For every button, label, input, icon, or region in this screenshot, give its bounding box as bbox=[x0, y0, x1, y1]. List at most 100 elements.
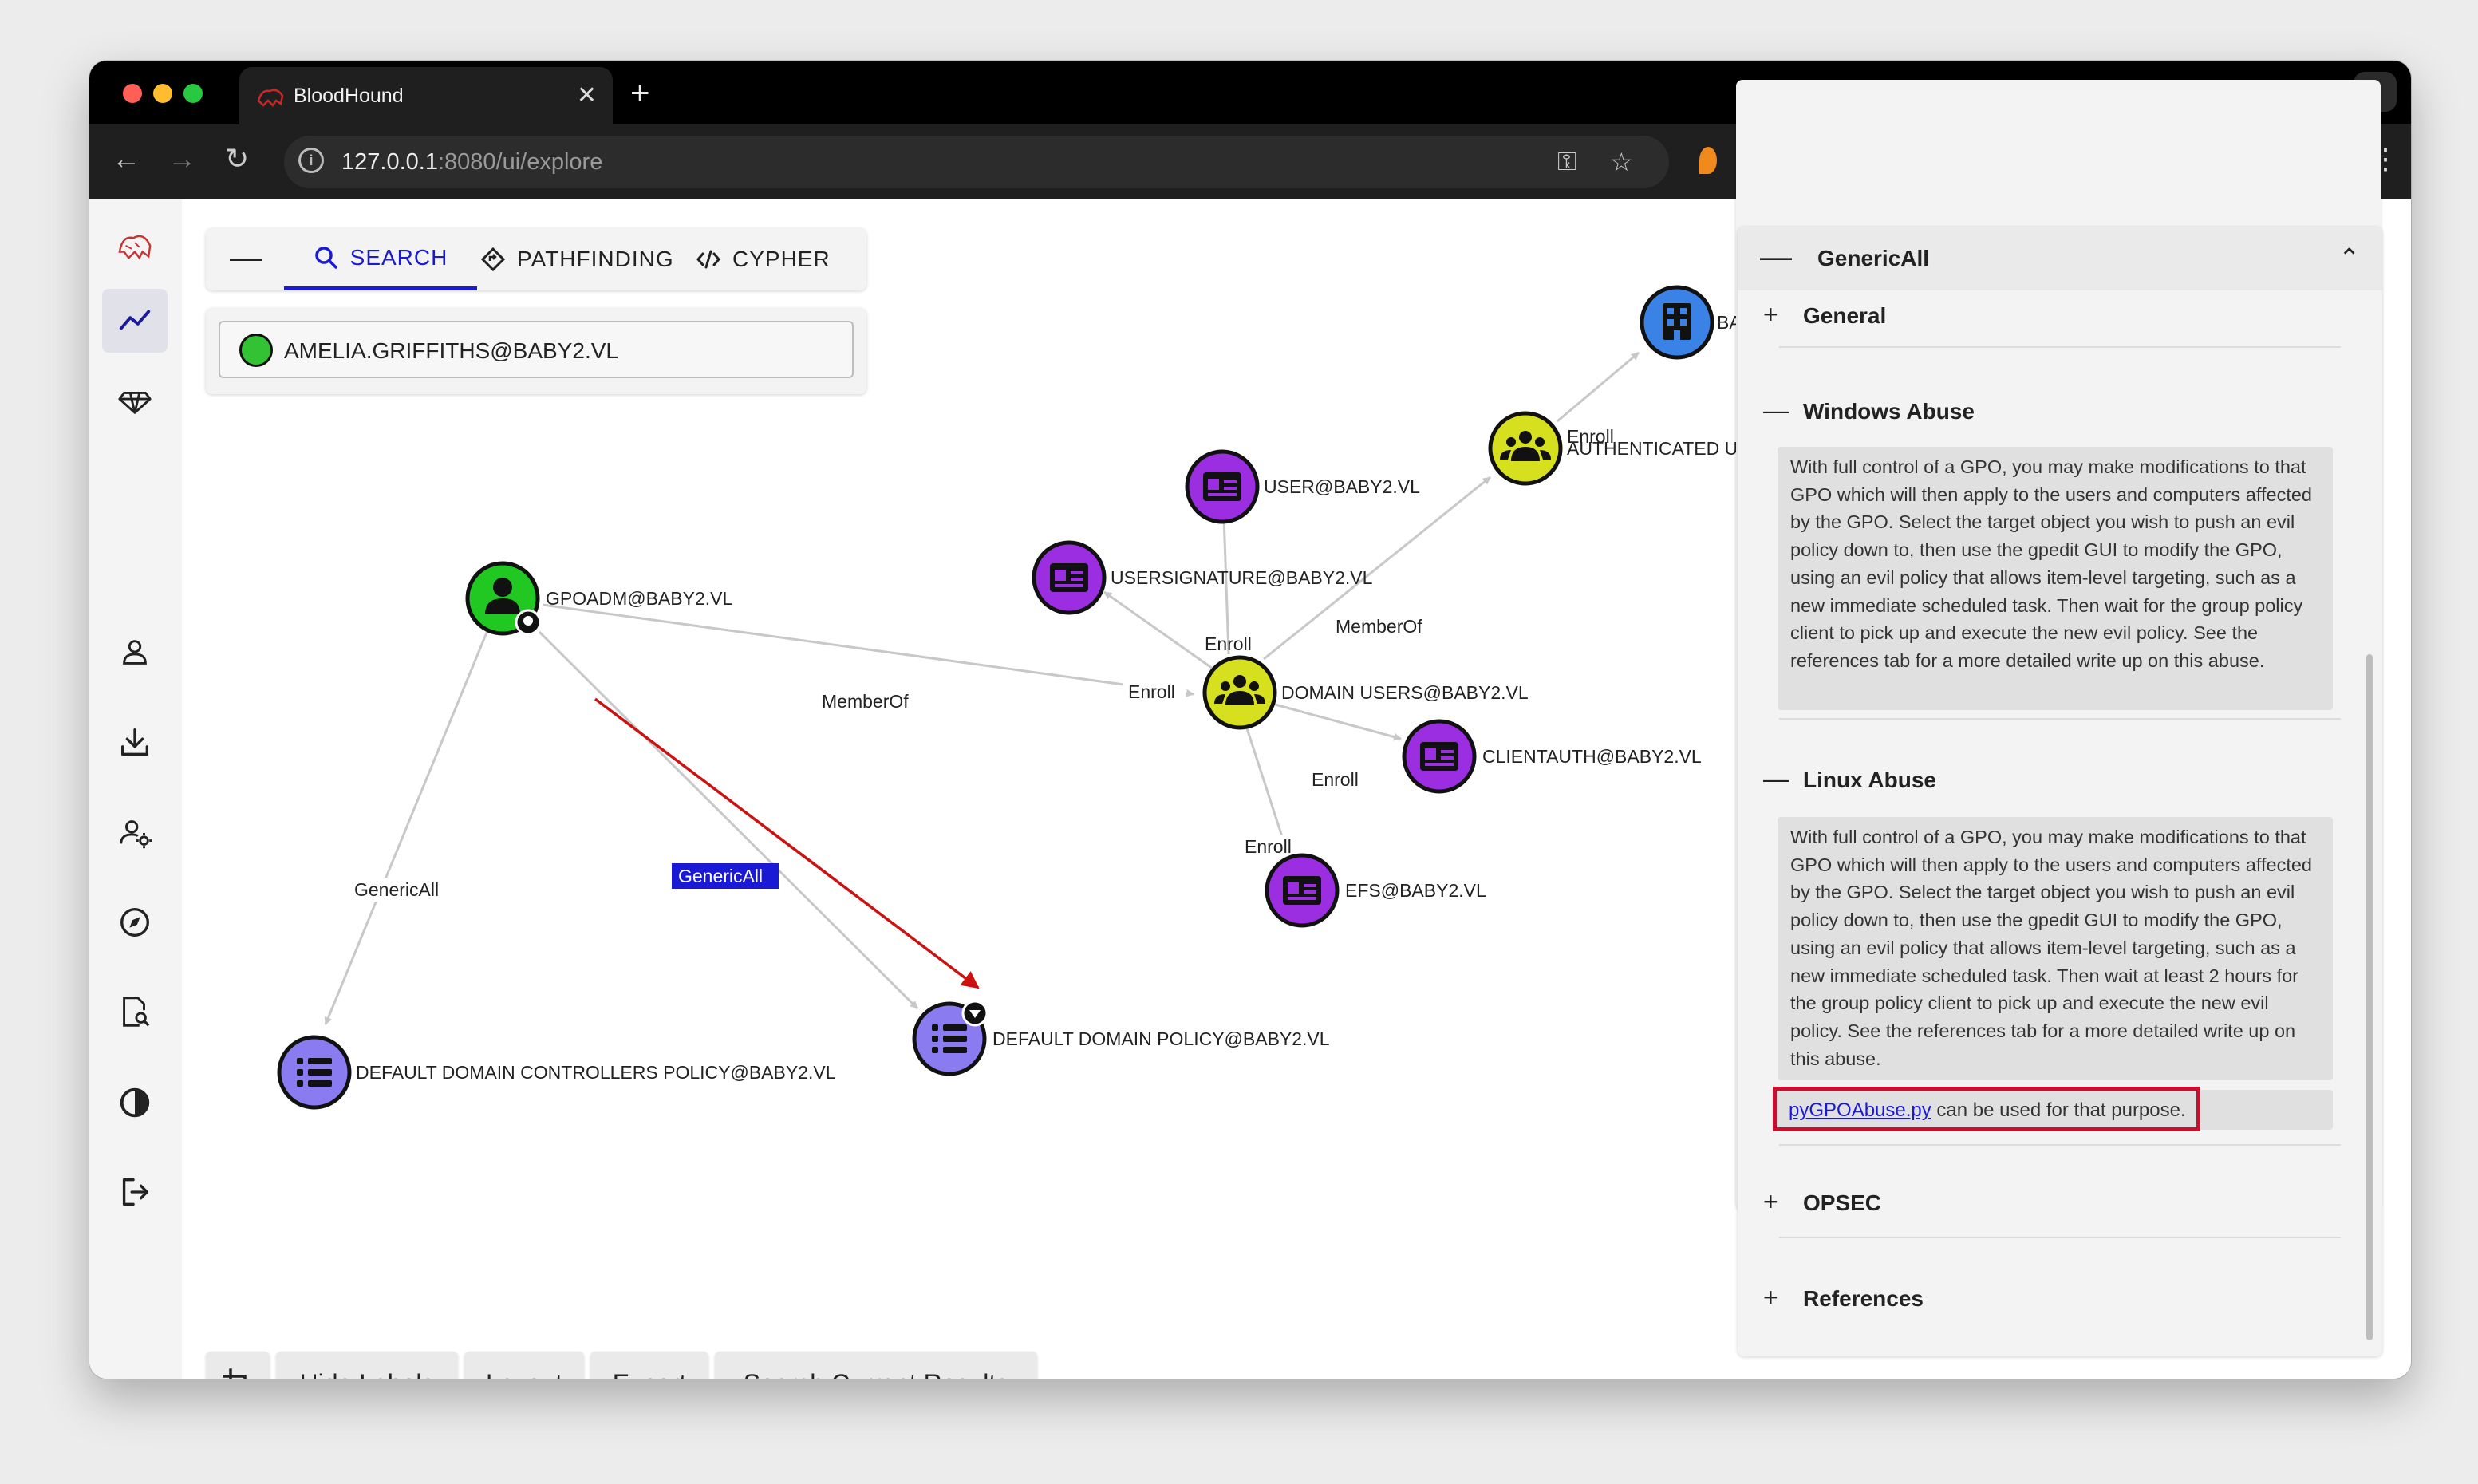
annotation-arrow bbox=[594, 697, 980, 989]
search-current-results-button[interactable]: Search Current Results bbox=[715, 1352, 1037, 1379]
tab-close-icon[interactable]: ✕ bbox=[576, 82, 597, 109]
chevron-up-icon[interactable]: ⌃ bbox=[2338, 243, 2360, 272]
tab-cypher[interactable]: CYPHER bbox=[696, 228, 831, 290]
edge-gpoadm-dc-policy[interactable] bbox=[324, 628, 490, 1025]
edge-label-genericall-selected-bg bbox=[672, 863, 779, 889]
rail-file-ingest[interactable] bbox=[102, 710, 168, 774]
edge-label-genericall-ddp[interactable]: GenericAll bbox=[678, 866, 763, 886]
rail-logout[interactable] bbox=[102, 1160, 168, 1224]
section-linux-abuse[interactable]: —Linux Abuse bbox=[1763, 764, 1936, 794]
section-opsec[interactable]: +OPSEC bbox=[1763, 1187, 1881, 1217]
node-label: AUTHENTICATED USERS@BAI bbox=[1567, 438, 1742, 459]
close-window-button[interactable] bbox=[123, 84, 142, 103]
edge-domain-users-usersig[interactable] bbox=[1103, 590, 1213, 670]
node-clientauth[interactable]: CLIENTAUTH@BABY2.VL bbox=[1402, 719, 1702, 794]
rail-profile[interactable] bbox=[102, 621, 168, 685]
compass-icon bbox=[120, 908, 149, 937]
edge-label-bg bbox=[817, 689, 916, 713]
new-tab-button[interactable]: + bbox=[630, 73, 650, 111]
node-default-domain-policy[interactable]: DEFAULT DOMAIN POLICY@BABY2.VL bbox=[912, 1000, 1330, 1076]
layout-button[interactable]: Layout bbox=[464, 1352, 584, 1379]
node-user[interactable]: USER@BABY2.VL bbox=[1185, 449, 1420, 524]
collapse-info-button[interactable]: — bbox=[1760, 239, 1792, 274]
search-input[interactable]: AMELIA.GRIFFITHS@BABY2.VL bbox=[219, 321, 854, 378]
node-gpoadm[interactable]: GPOADM@BABY2.VL bbox=[465, 561, 732, 636]
id-card-icon bbox=[1420, 742, 1458, 771]
windows-abuse-text: With full control of a GPO, you may make… bbox=[1778, 447, 2333, 710]
graph-canvas[interactable]: Enroll MemberOf Enroll Enroll MemberOf E… bbox=[182, 199, 1742, 1379]
extension-flame-icon[interactable] bbox=[1699, 147, 1717, 174]
url-text[interactable]: 127.0.0.1:8080/ui/explore bbox=[341, 149, 602, 176]
url-path: :8080/ui/explore bbox=[437, 149, 603, 175]
node-label: DOMAIN USERS@BABY2.VL bbox=[1281, 682, 1529, 703]
hide-labels-button[interactable]: Hide Labels bbox=[276, 1352, 458, 1379]
edge-domain-users-efs[interactable] bbox=[1245, 725, 1288, 850]
edge-label-memberof-auth[interactable]: MemberOf bbox=[1336, 616, 1422, 637]
bloodhound-logo-icon bbox=[118, 235, 152, 260]
section-references[interactable]: +References bbox=[1763, 1283, 1924, 1312]
rail-doc-search[interactable] bbox=[102, 980, 168, 1044]
node-authenticated-users[interactable]: AUTHENTICATED USERS@BAI bbox=[1488, 411, 1742, 486]
document-search-icon bbox=[123, 997, 150, 1027]
pygpoabuse-link[interactable]: pyGPOAbuse.py bbox=[1789, 1099, 1931, 1121]
forward-arrow-icon[interactable]: → bbox=[168, 142, 196, 175]
diamond-icon bbox=[480, 247, 506, 272]
edge-gpoadm-default-policy[interactable] bbox=[538, 630, 919, 1010]
export-button[interactable]: Export bbox=[590, 1352, 708, 1379]
divider bbox=[1779, 1237, 2341, 1238]
crop-button[interactable] bbox=[206, 1352, 270, 1379]
section-general-label: General bbox=[1803, 303, 1887, 328]
bookmark-star-icon[interactable]: ☆ bbox=[1610, 148, 1633, 176]
back-arrow-icon[interactable]: ← bbox=[112, 142, 140, 175]
id-card-icon bbox=[1283, 876, 1321, 905]
key-icon[interactable]: ⚿ bbox=[1557, 147, 1577, 176]
edge-label-user-enroll[interactable]: Enroll bbox=[1205, 633, 1252, 654]
edge-label-usersig-enroll[interactable]: Enroll bbox=[1128, 681, 1175, 702]
section-windows-label: Windows Abuse bbox=[1803, 399, 1975, 424]
bloodhound-logo[interactable] bbox=[102, 212, 168, 276]
user-avatar-icon bbox=[239, 334, 273, 367]
rail-compass[interactable] bbox=[102, 890, 168, 954]
collapse-icon: — bbox=[1763, 396, 1789, 424]
rail-dark-mode[interactable] bbox=[102, 1071, 168, 1135]
reload-icon[interactable]: ↻ bbox=[225, 142, 250, 175]
info-scrollbar-thumb[interactable] bbox=[2366, 654, 2373, 1340]
site-info-icon[interactable]: i bbox=[298, 148, 324, 173]
section-general[interactable]: +General bbox=[1763, 300, 1886, 330]
address-bar[interactable]: i 127.0.0.1:8080/ui/explore ⚿ ☆ bbox=[284, 136, 1669, 188]
rail-group-management[interactable] bbox=[102, 369, 168, 432]
collapse-search-button[interactable]: — bbox=[230, 240, 262, 275]
edge-label-clientauth-enroll[interactable]: Enroll bbox=[1312, 769, 1359, 790]
section-windows-abuse[interactable]: — Windows Abuse bbox=[1763, 396, 1975, 425]
maximize-window-button[interactable] bbox=[183, 84, 203, 103]
id-card-icon bbox=[1203, 472, 1241, 501]
user-gear-icon bbox=[120, 820, 152, 849]
node-efs[interactable]: EFS@BABY2.VL bbox=[1265, 853, 1486, 928]
graph-edges bbox=[324, 351, 1640, 1025]
edge-domain-users-user[interactable] bbox=[1220, 515, 1230, 655]
node-domain-users[interactable]: DOMAIN USERS@BABY2.VL bbox=[1202, 655, 1529, 730]
node-usersignature[interactable]: USERSIGNATURE@BABY2.VL bbox=[1032, 540, 1373, 615]
edge-gpoadm-domain-users[interactable] bbox=[542, 603, 1194, 697]
tab-pathfinding[interactable]: PATHFINDING bbox=[480, 228, 674, 290]
minimize-window-button[interactable] bbox=[153, 84, 172, 103]
node-default-dc-policy[interactable]: DEFAULT DOMAIN CONTROLLERS POLICY@BABY2.… bbox=[277, 1035, 836, 1110]
edge-label-efs-enroll[interactable]: Enroll bbox=[1245, 836, 1292, 857]
expand-icon: + bbox=[1763, 1187, 1778, 1216]
logout-icon bbox=[122, 1178, 149, 1206]
node-baby2-ca[interactable]: BABY2-CA@E bbox=[1640, 285, 1742, 360]
tab-search[interactable]: SEARCH bbox=[284, 228, 477, 290]
edge-label-ca-enroll[interactable]: Enroll bbox=[1567, 426, 1614, 447]
edge-label-genericall-dc[interactable]: GenericAll bbox=[354, 879, 439, 900]
rail-explore[interactable] bbox=[102, 289, 168, 353]
edge-label-gpoadm-memberof[interactable]: MemberOf bbox=[822, 691, 909, 712]
search-input-panel: AMELIA.GRIFFITHS@BABY2.VL bbox=[206, 308, 866, 394]
edge-authenticated-ca[interactable] bbox=[1557, 351, 1640, 423]
crop-icon bbox=[223, 1368, 247, 1379]
edge-domain-users-authenticated[interactable] bbox=[1263, 476, 1491, 661]
section-references-label: References bbox=[1803, 1286, 1924, 1311]
person-icon bbox=[123, 640, 147, 665]
edge-domain-users-clientauth[interactable] bbox=[1260, 699, 1402, 741]
rail-administration[interactable] bbox=[102, 801, 168, 865]
browser-tab[interactable]: BloodHound ✕ bbox=[239, 67, 613, 124]
